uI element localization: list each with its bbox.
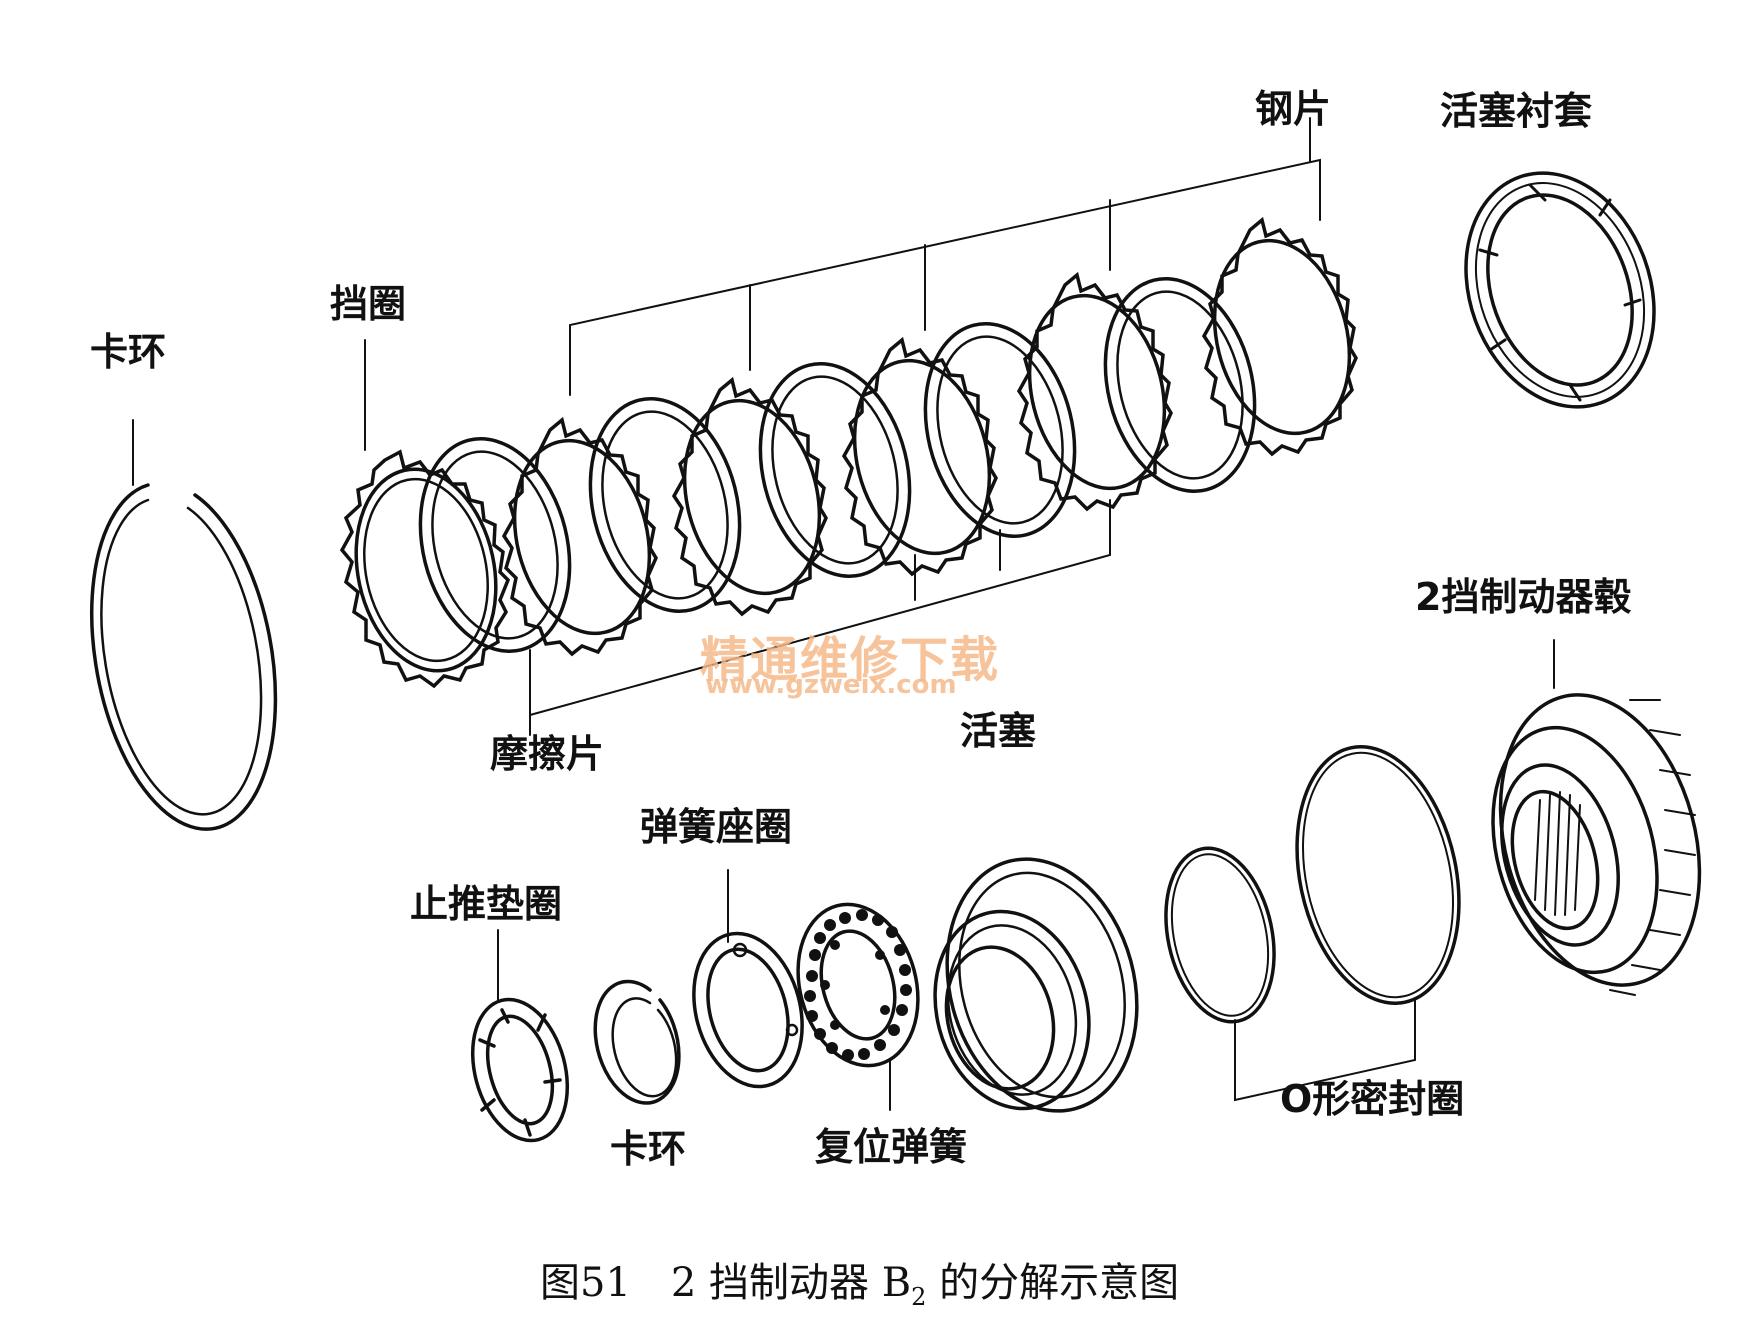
snap-ring-top bbox=[90, 483, 278, 831]
steel-plate-4 bbox=[1016, 271, 1173, 512]
label-thrust-washer: 止推垫圈 bbox=[410, 882, 563, 926]
label-return-spring: 复位弹簧 bbox=[815, 1125, 968, 1169]
label-brake-hub: 2挡制动器毂 bbox=[1415, 575, 1632, 619]
label-snap-ring-top: 卡环 bbox=[90, 330, 167, 374]
friction-disc-1 bbox=[418, 437, 572, 653]
piston bbox=[933, 857, 1139, 1113]
watermark-url: www.gzweix.com bbox=[705, 670, 957, 700]
retaining-plate bbox=[339, 449, 511, 689]
friction-disc-2 bbox=[588, 397, 742, 613]
piston-sleeve bbox=[1464, 171, 1656, 409]
o-ring-large bbox=[1295, 745, 1461, 1005]
steel-plate-5 bbox=[1201, 216, 1358, 457]
label-snap-ring-bottom: 卡环 bbox=[610, 1127, 687, 1171]
leader-lines-upper bbox=[132, 117, 1321, 736]
leader-lines-lower bbox=[497, 639, 1555, 1111]
steel-plate-3 bbox=[841, 336, 998, 577]
label-piston-sleeve: 活塞衬套 bbox=[1440, 89, 1593, 133]
friction-disc-3 bbox=[758, 362, 912, 578]
steel-plate-2 bbox=[671, 376, 828, 617]
label-steel-plate: 钢片 bbox=[1255, 87, 1332, 131]
caption-subscript: 2 bbox=[911, 1283, 927, 1311]
watermark-cn: 精通维修下载 bbox=[700, 632, 1001, 688]
caption-prefix: 图51 2 挡制动器 B bbox=[540, 1260, 912, 1306]
label-o-ring: O形密封圈 bbox=[1280, 1077, 1465, 1121]
label-spring-retainer: 弹簧座圈 bbox=[640, 805, 793, 849]
friction-disc-4 bbox=[923, 322, 1077, 538]
figure-caption: 图51 2 挡制动器 B2 的分解示意图 bbox=[540, 1250, 1179, 1311]
friction-disc-5 bbox=[1103, 277, 1257, 493]
brake-hub bbox=[1491, 693, 1702, 996]
label-piston: 活塞 bbox=[960, 709, 1037, 753]
steel-plate-1 bbox=[501, 416, 658, 657]
label-retaining-plate: 挡圈 bbox=[330, 282, 407, 326]
caption-suffix: 的分解示意图 bbox=[926, 1260, 1180, 1306]
o-ring-small bbox=[1164, 846, 1276, 1024]
label-friction-disc: 摩擦片 bbox=[490, 732, 605, 776]
spring-retainer bbox=[692, 931, 804, 1089]
snap-ring-bottom bbox=[593, 979, 681, 1105]
return-spring bbox=[796, 902, 920, 1068]
thrust-washer bbox=[470, 997, 570, 1143]
